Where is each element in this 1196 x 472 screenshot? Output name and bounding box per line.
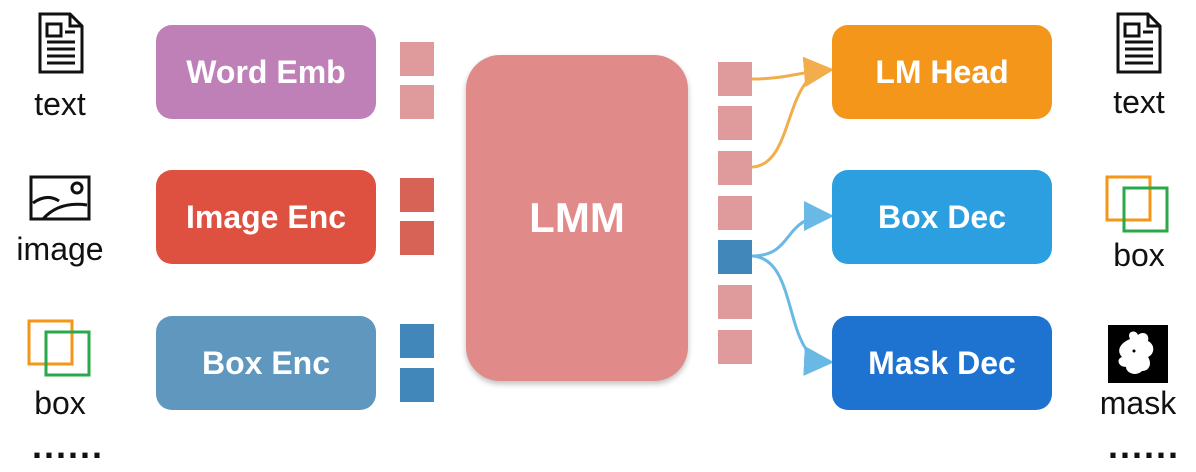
output-token: [718, 62, 752, 96]
output-token-highlighted: [718, 240, 752, 274]
output-mask-label: mask: [1099, 385, 1177, 421]
output-box-label: box: [1113, 237, 1165, 273]
box-token: [400, 324, 434, 358]
arrow-token-to-mask-dec: [751, 254, 834, 376]
text-token: [400, 85, 434, 119]
word-emb-block: Word Emb: [156, 25, 376, 119]
output-text-label: text: [1113, 84, 1165, 120]
box-dec-block: Box Dec: [832, 170, 1052, 264]
output-token: [718, 285, 752, 319]
mask-icon: [1108, 325, 1168, 383]
arrow-token-to-lm-head: [751, 57, 834, 169]
output-token: [718, 106, 752, 140]
output-token: [718, 151, 752, 185]
box-token: [400, 368, 434, 402]
output-more-ellipsis: ......: [1108, 425, 1181, 466]
lmm-block: LMM: [466, 55, 688, 381]
document-icon: [1116, 12, 1162, 74]
image-token: [400, 178, 434, 212]
input-box-label: box: [34, 385, 86, 421]
lm-head-block: LM Head: [832, 25, 1052, 119]
mask-dec-block: Mask Dec: [832, 316, 1052, 410]
box-enc-block: Box Enc: [156, 316, 376, 410]
document-icon: [38, 12, 84, 74]
image-token: [400, 221, 434, 255]
input-text-label: text: [34, 86, 86, 122]
image-icon: [29, 175, 91, 221]
output-token: [718, 196, 752, 230]
image-enc-block: Image Enc: [156, 170, 376, 264]
output-token: [718, 330, 752, 364]
input-image-label: image: [16, 231, 104, 267]
arrow-token-to-box-dec: [751, 201, 834, 258]
box-icon: [26, 318, 94, 378]
box-icon: [1104, 174, 1172, 234]
text-token: [400, 42, 434, 76]
